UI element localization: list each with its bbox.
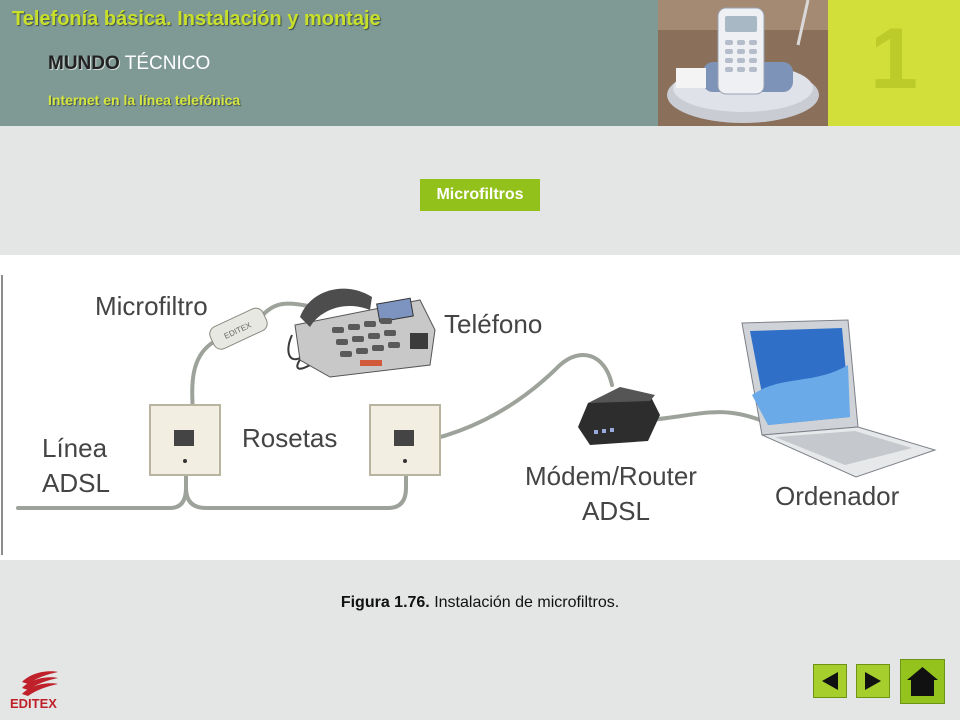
figure-caption: Figura 1.76. Instalación de microfiltros… xyxy=(0,594,960,612)
wall-socket-right xyxy=(369,404,441,476)
next-slide-button[interactable] xyxy=(856,664,890,698)
section-tag-microfiltros: Microfiltros xyxy=(420,179,540,211)
course-title: Telefonía básica. Instalación y montaje xyxy=(12,8,381,30)
laptop-device xyxy=(741,319,937,478)
label-adsl: ADSL xyxy=(42,468,110,498)
label-modem-adsl: ADSL xyxy=(582,496,650,526)
chapter-badge: 1 xyxy=(828,0,960,126)
section-title-rest: TÉCNICO xyxy=(119,53,211,74)
home-icon xyxy=(907,667,938,696)
wall-socket-left xyxy=(149,404,221,476)
label-linea: Línea xyxy=(42,433,108,463)
microfilter-device: EDITEX xyxy=(209,307,268,350)
editex-logo: EDITEX xyxy=(10,671,58,711)
telephone-device xyxy=(294,288,436,378)
home-button[interactable] xyxy=(900,659,945,704)
chapter-number: 1 xyxy=(870,11,918,107)
adsl-router-device xyxy=(578,387,660,445)
editex-logo-text: EDITEX xyxy=(10,696,57,711)
label-telefono: Teléfono xyxy=(444,309,542,339)
label-microfiltro: Microfiltro xyxy=(95,291,208,321)
subsection-title: Internet en la línea telefónica xyxy=(48,92,241,108)
microfilter-installation-diagram: EDITEX Microfi xyxy=(0,255,960,560)
section-title: MUNDO TÉCNICO xyxy=(48,53,210,75)
figure-caption-text: Instalación de microfiltros. xyxy=(429,594,620,611)
section-title-bold: MUNDO xyxy=(48,53,120,74)
figure-caption-number: Figura 1.76. xyxy=(340,594,430,611)
label-rosetas: Rosetas xyxy=(242,423,337,453)
next-arrow-icon xyxy=(865,672,881,690)
previous-slide-button[interactable] xyxy=(813,664,847,698)
cordless-phone-photo xyxy=(658,0,828,126)
label-ordenador: Ordenador xyxy=(775,481,900,511)
label-modem-router: Módem/Router xyxy=(525,461,697,491)
header-bar: Telefonía básica. Instalación y montaje … xyxy=(0,0,960,126)
previous-arrow-icon xyxy=(822,672,838,690)
